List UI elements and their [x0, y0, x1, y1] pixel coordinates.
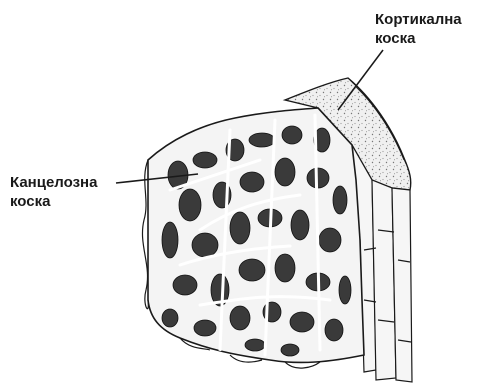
- cortical-bone-label-line2: коска: [375, 29, 462, 48]
- cancellous-bone-region: [142, 108, 364, 368]
- cancellous-bone-label: Канцелозна коска: [10, 173, 97, 211]
- cancellous-bone-label-line2: коска: [10, 192, 97, 211]
- cortical-bone-label-line1: Кортикална: [375, 10, 462, 29]
- cancellous-bone-label-line1: Канцелозна: [10, 173, 97, 192]
- cortical-bone-label: Кортикална коска: [375, 10, 462, 48]
